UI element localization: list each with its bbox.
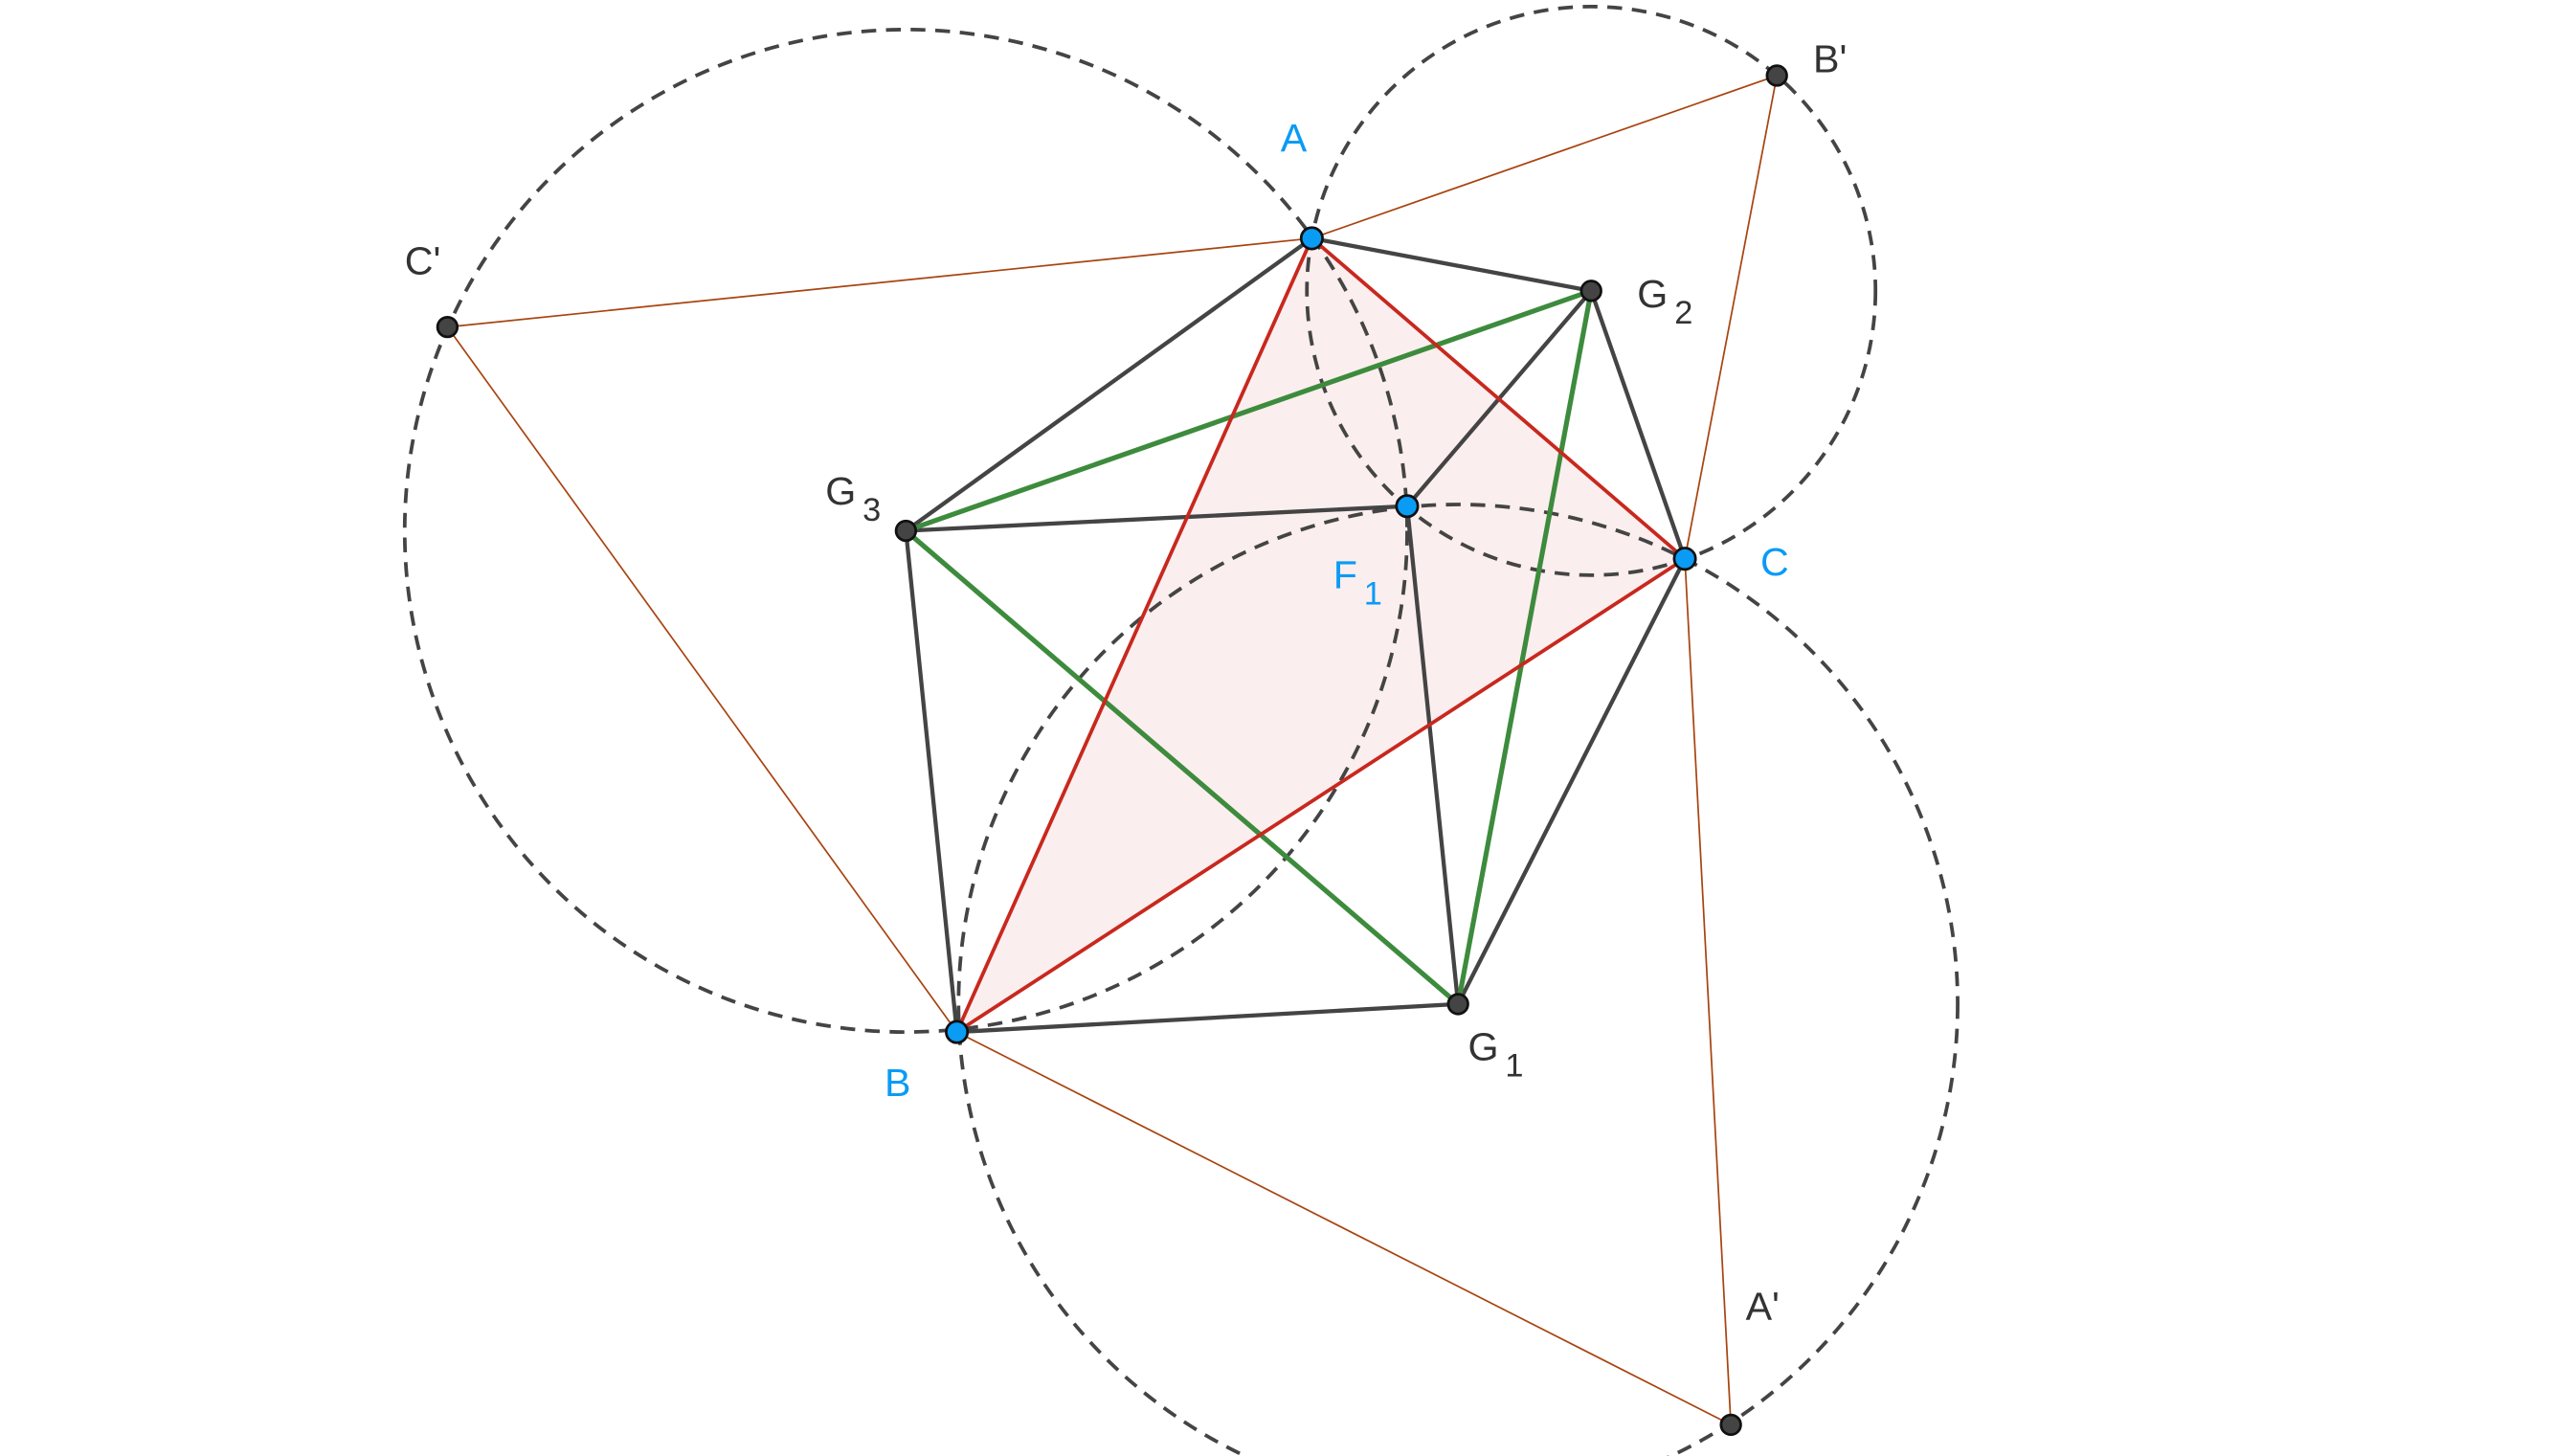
point-g3[interactable] (894, 519, 918, 543)
label-subscript: 2 (1674, 295, 1692, 331)
segment-C-A' (1684, 558, 1733, 1425)
label-letter: G (825, 469, 856, 513)
label-a: A (1281, 116, 1308, 160)
segment-C'-A (447, 237, 1312, 328)
point-b-prime[interactable] (1765, 64, 1788, 87)
label-subscript: 1 (1364, 576, 1382, 613)
label-letter: C' (405, 239, 441, 283)
segment-G1-B (956, 1001, 1459, 1035)
label-a-prime: A' (1746, 1285, 1780, 1329)
label-letter: C (1760, 540, 1789, 584)
napoleon-segment-G1-G2 (1455, 290, 1594, 1005)
napoleon-segment-G3-G1 (904, 528, 1460, 1006)
label-b: B (885, 1061, 910, 1105)
triangle-edge-A-B (954, 237, 1314, 1033)
circle-center-g2 (1305, 4, 1878, 577)
segment-A'-B (956, 1031, 1732, 1426)
segment-A-G2 (1310, 235, 1592, 293)
circle-center-g1 (956, 503, 1960, 1456)
label-letter: B' (1813, 37, 1847, 81)
point-g2[interactable] (1579, 280, 1602, 302)
point-a[interactable] (1299, 226, 1324, 251)
label-letter: F (1333, 553, 1357, 597)
label-letter: A (1281, 116, 1308, 160)
label-subscript: 1 (1505, 1047, 1523, 1084)
point-f1[interactable] (1395, 494, 1420, 519)
segment-C-G1 (1456, 557, 1687, 1005)
label-letter: G (1467, 1024, 1498, 1068)
label-b-prime: B' (1813, 37, 1847, 81)
label-letter: G (1637, 272, 1668, 316)
label-letter: A' (1746, 1285, 1780, 1329)
triangle-abc-fill (956, 237, 1686, 1033)
segment-B'-C (1684, 75, 1779, 559)
segment-B-C' (446, 326, 958, 1033)
triangle-edge-C-A (1310, 236, 1687, 561)
segment-G2-C (1589, 290, 1688, 560)
circle-center-g3 (402, 28, 1409, 1034)
point-g1[interactable] (1446, 993, 1469, 1016)
segment-A-B' (1311, 75, 1778, 239)
napoleon-segment-G2-G3 (905, 288, 1593, 533)
point-c[interactable] (1672, 547, 1697, 571)
segment-G3-A (905, 236, 1313, 533)
label-c: C (1760, 540, 1789, 584)
label-c-prime: C' (405, 239, 441, 283)
label-subscript: 3 (862, 492, 881, 528)
point-b[interactable] (945, 1019, 970, 1044)
point-c-prime[interactable] (436, 315, 459, 339)
point-a-prime[interactable] (1719, 1413, 1742, 1437)
label-letter: B (885, 1061, 910, 1105)
segment-F1-G3 (906, 504, 1408, 533)
segment-F1-G1 (1404, 505, 1461, 1005)
segment-B-G3 (904, 530, 959, 1033)
triangle-edge-B-C (955, 557, 1687, 1034)
